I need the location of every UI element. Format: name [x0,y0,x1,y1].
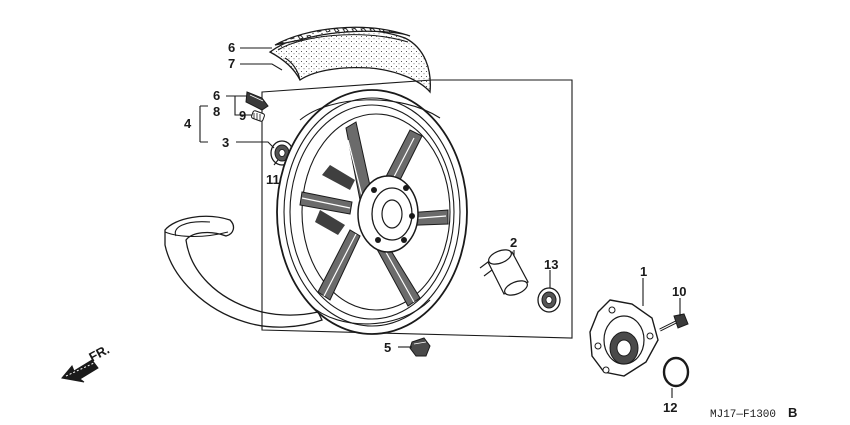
distance-collar [479,249,529,296]
tire-upper [268,26,431,94]
callout-1-flange: 1 [640,264,647,279]
callout-11-bearing: 11 [266,172,280,187]
inner-tube [164,215,323,328]
callout-8-valve-stem: 8 [213,104,220,119]
callout-5-weight: 5 [384,340,391,355]
o-ring [662,356,690,388]
callout-3-wheel: 3 [222,135,229,150]
callout-10-bolt: 10 [672,284,686,299]
callout-6-tire: 6 [228,40,235,55]
balance-weight [409,337,431,357]
front-arrow-icon [61,359,99,383]
wheel-spokes [299,121,449,307]
callout-7-tube: 7 [228,56,235,71]
final-driven-flange [589,299,659,377]
callout-2-collar: 2 [510,235,517,250]
callout-9-valve-cap: 9 [239,108,246,123]
callout-6-valve: 6 [213,88,220,103]
diagram-suffix: B [788,405,797,420]
wheel-bearing-right [537,287,561,313]
callout-13-bearing: 13 [544,257,558,272]
callout-4-assembly: 4 [184,116,192,131]
leader-lines [199,47,681,398]
wheel-hub [357,175,419,253]
callout-12-o-ring: 12 [663,400,677,415]
flange-bolt [659,313,689,332]
assembly-frame [261,79,573,339]
valve-stem [245,91,269,122]
diagram-code: MJ17—F1300 [710,409,776,421]
